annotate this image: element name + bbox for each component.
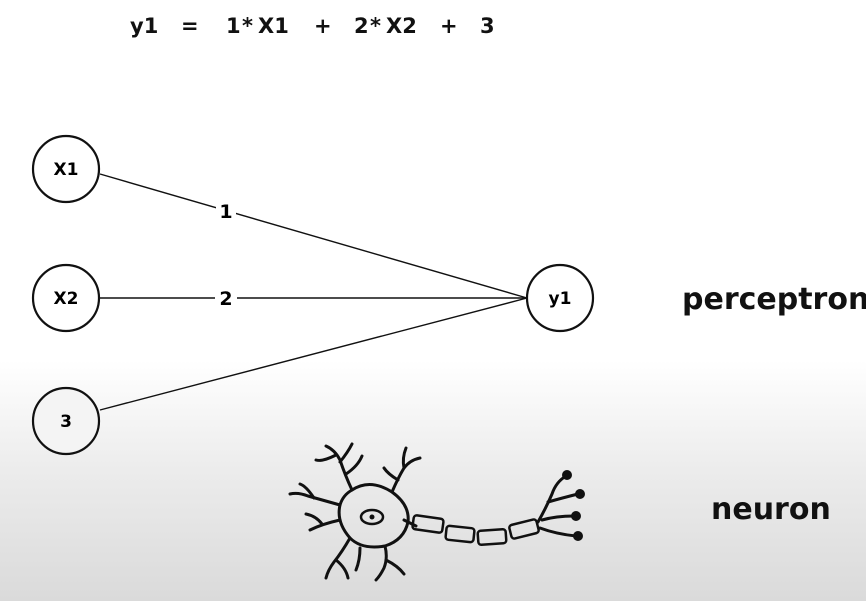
dendrite: [324, 536, 352, 580]
neuron-illustration: [288, 442, 585, 582]
axon-terminal-bulb: [571, 511, 581, 521]
dendrite: [308, 518, 342, 532]
myelin-sheath: [508, 518, 540, 540]
axon-terminal: [536, 474, 568, 524]
axon-terminal-bulb: [575, 489, 585, 499]
equation-plus1: +: [314, 14, 332, 38]
dendrite: [314, 453, 338, 462]
dendrite: [298, 482, 316, 500]
dendrite: [382, 466, 400, 482]
caption-neuron: neuron: [711, 492, 831, 527]
dendrite: [390, 456, 422, 494]
equation-term1-var: X1: [258, 14, 289, 38]
edge-bias-y1: [99, 297, 528, 411]
dendrite: [334, 558, 350, 580]
node-bias-label: 3: [60, 412, 72, 432]
caption-perceptron: perceptron: [682, 282, 866, 317]
equation-term2-op: *: [370, 14, 381, 38]
equation-plus2: +: [440, 14, 458, 38]
dendrite: [338, 442, 354, 464]
node-x1-label: X1: [54, 160, 79, 180]
myelin-sheath: [444, 524, 476, 544]
axon-terminal: [538, 526, 578, 538]
axon-terminal: [540, 514, 576, 522]
node-x2-label: X2: [54, 289, 79, 309]
axon-terminal-bulb: [562, 470, 572, 480]
equation-term1-coef: 1: [226, 14, 241, 38]
equation-term2-coef: 2: [354, 14, 369, 38]
edge-x1-y1: [99, 173, 528, 299]
equation-term1-op: *: [242, 14, 253, 38]
dendrite: [374, 544, 388, 582]
node-x2: [31, 263, 101, 333]
equation: y1 = 1 * X1 + 2 * X2 + 3: [0, 14, 620, 44]
node-y1-label: y1: [549, 289, 572, 309]
equation-lhs: y1: [130, 14, 159, 38]
weight-label-2: 2: [219, 288, 232, 310]
myelin-sheath: [476, 527, 508, 547]
node-y1: [525, 263, 595, 333]
node-x1: [31, 134, 101, 204]
weight-label-1: 1: [219, 201, 232, 223]
equation-bias: 3: [480, 14, 495, 38]
equation-term2-var: X2: [386, 14, 417, 38]
dendrite: [384, 558, 406, 576]
dendrite: [304, 512, 324, 526]
dendrite: [288, 491, 342, 507]
dendrite: [401, 446, 408, 470]
node-bias: [31, 386, 101, 456]
weight1-bg: [216, 199, 236, 223]
neuron-nucleolus: [369, 514, 375, 520]
axon-terminal-bulb: [573, 531, 583, 541]
axon-hillock: [402, 518, 418, 528]
dendrite: [354, 546, 362, 572]
neuron-nucleus: [359, 508, 385, 526]
myelin-sheath: [411, 514, 445, 534]
dendrite: [344, 454, 364, 476]
equation-equals: =: [181, 14, 199, 38]
weight2-bg: [215, 286, 237, 310]
